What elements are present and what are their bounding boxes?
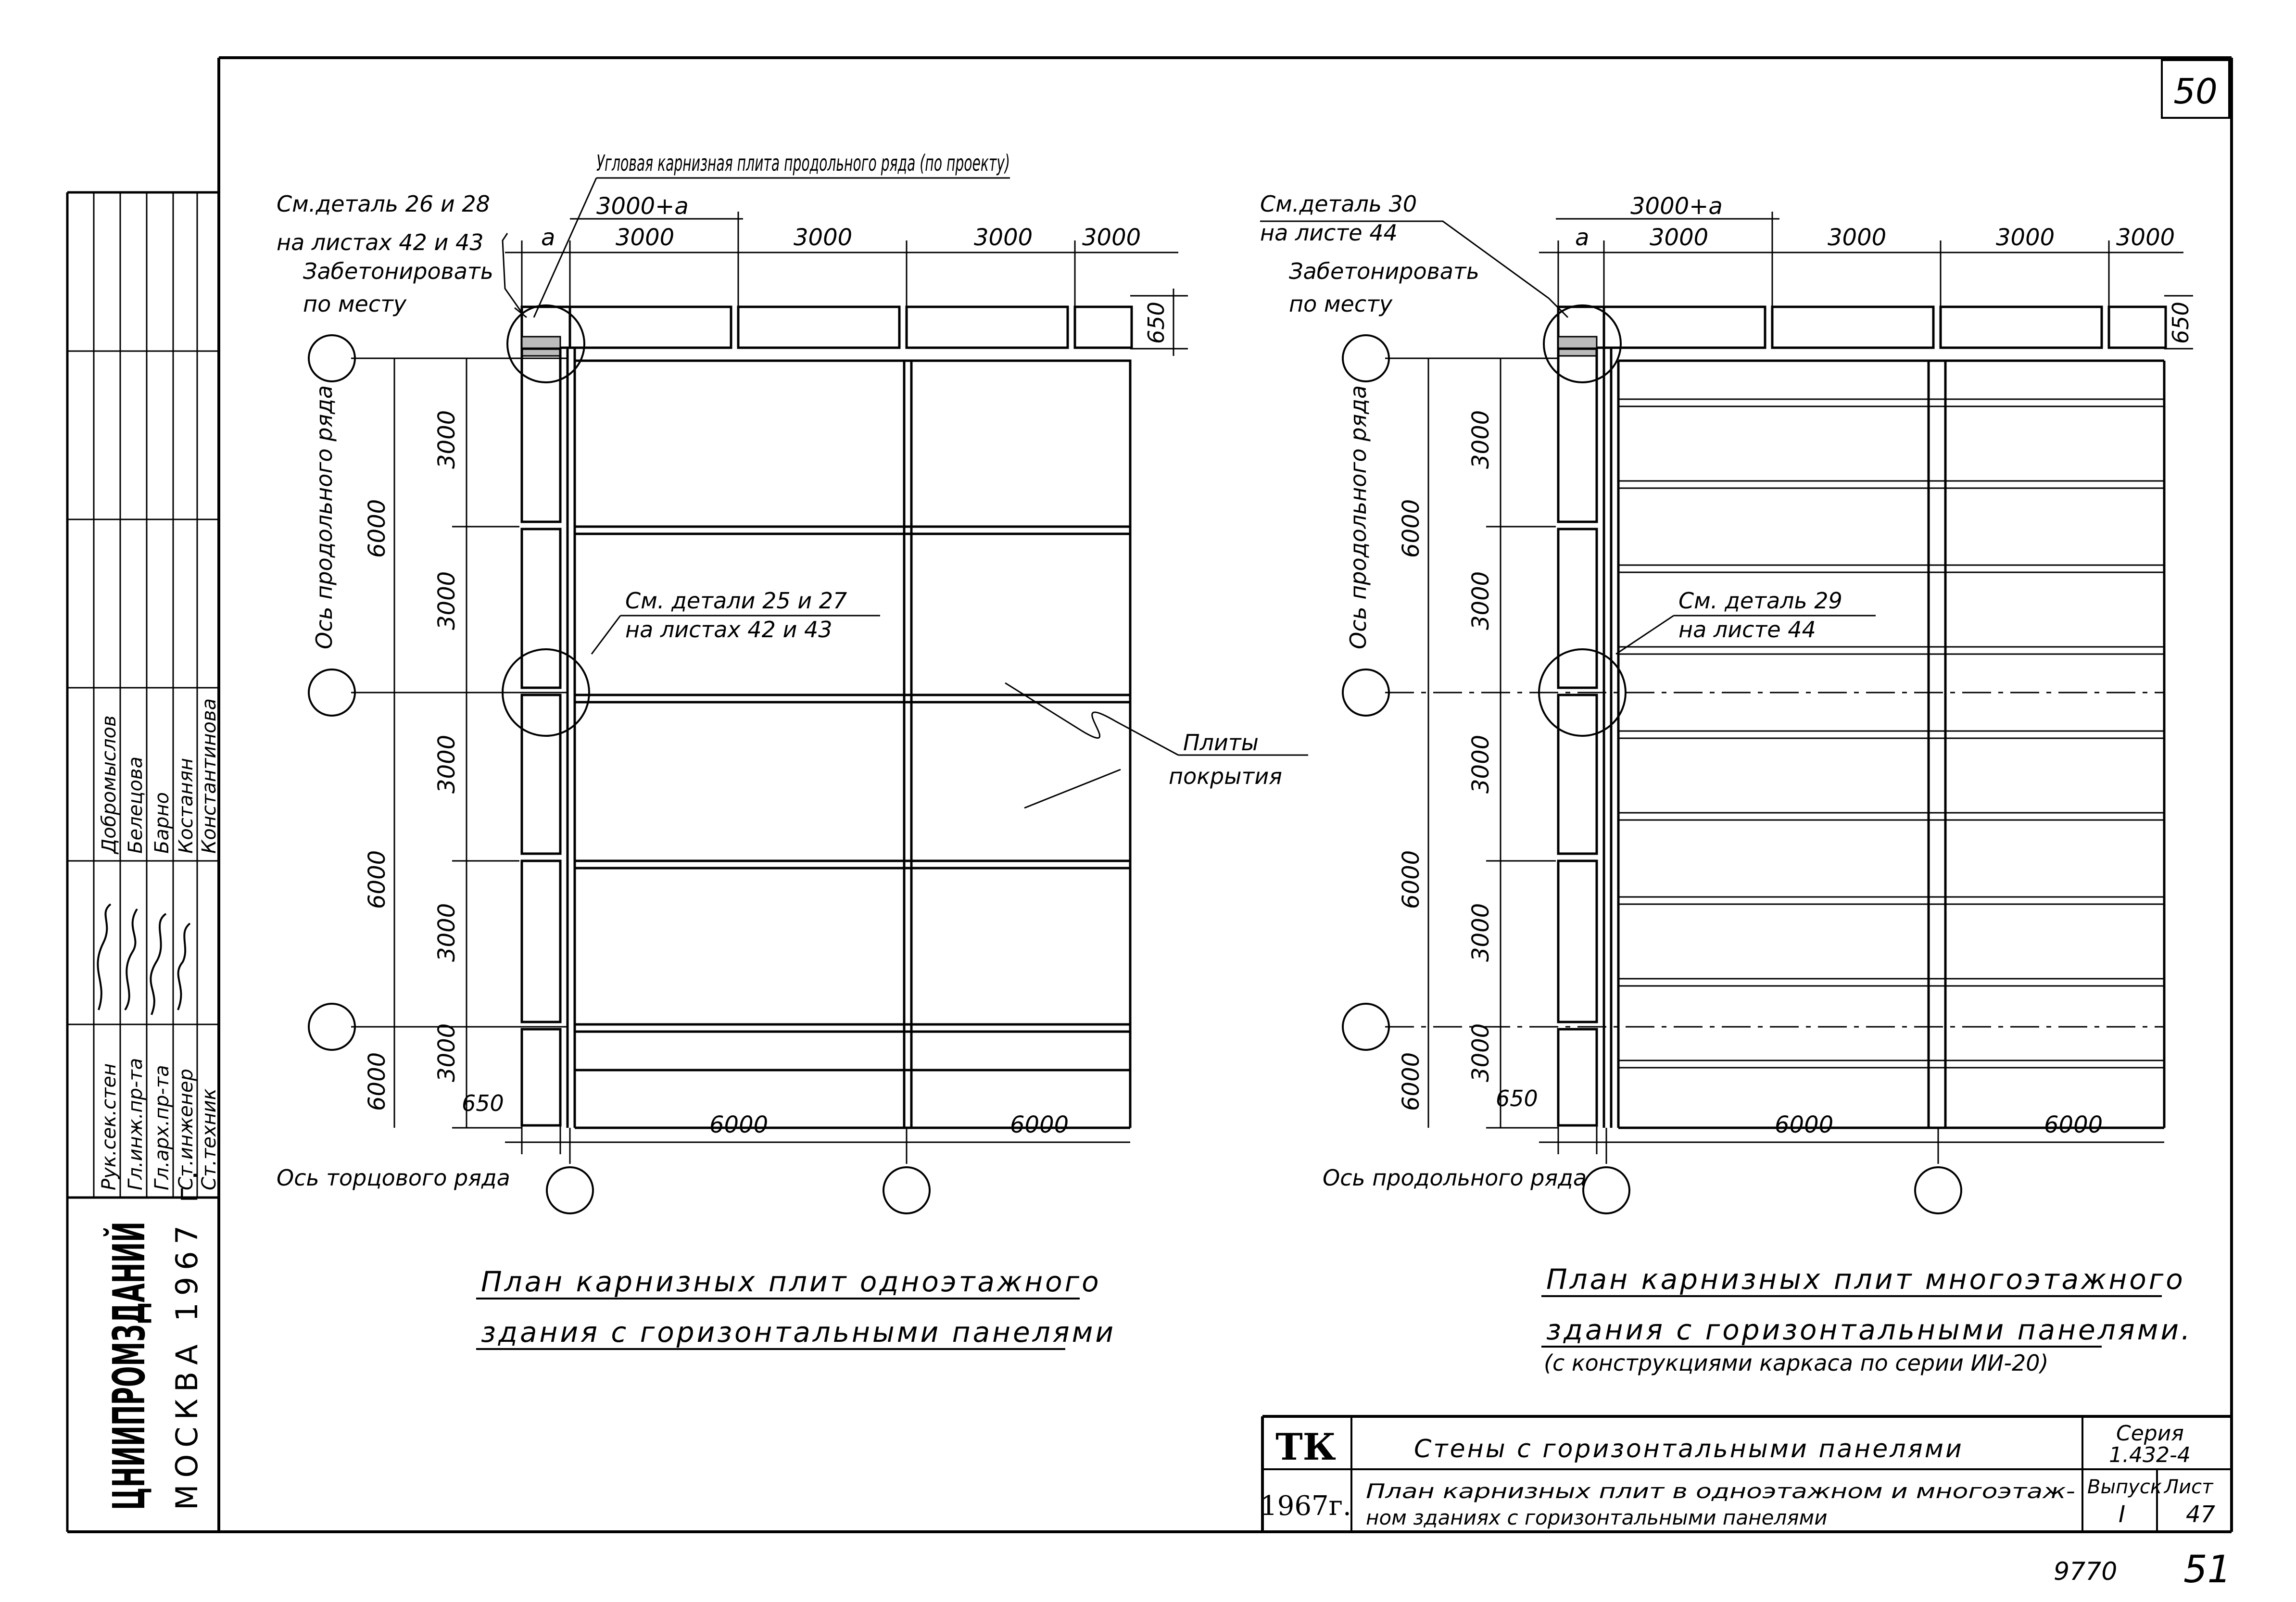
dim-left-inner: 3000	[1467, 1023, 1494, 1082]
series-label: Серия	[2116, 1421, 2184, 1446]
caption-line-3: (с конструкциями каркаса по серии ИИ-20)	[1544, 1350, 2048, 1376]
axis-long-label: Ось продольного ряда	[311, 385, 337, 649]
sheet-number-box: 50	[2161, 59, 2230, 119]
dim-left-inner: 3000	[433, 410, 460, 469]
sheet-frame	[67, 56, 2233, 1533]
year-label: 1967г.	[1260, 1490, 1351, 1522]
stamp-names: Добромыслов Белецова Барно Костанян Конс…	[98, 698, 220, 855]
ref-mid-2: на листах 42 и 43	[625, 617, 833, 643]
dim-top-total: 3000+a	[596, 193, 689, 220]
stamp-name: Добромыслов	[98, 715, 120, 855]
slabs-label-1: Плиты	[1183, 730, 1259, 756]
caption-line-2: здания с горизонтальными панелями	[481, 1316, 1116, 1349]
concrete-infill	[521, 336, 561, 357]
axis-end-label: Ось торцового ряда	[277, 1165, 510, 1191]
stamp-name: Костанян	[175, 758, 197, 854]
stamp-role: Гл.арх.пр-та	[151, 1065, 173, 1190]
ref-concrete-2: по месту	[303, 291, 407, 317]
ref-top-1: См.деталь 26 и 28	[277, 191, 490, 217]
dim-top: 3000	[794, 224, 852, 251]
dim-bottom: 6000	[1775, 1111, 1833, 1138]
footer-page-number: 51	[2183, 1548, 2231, 1591]
dim-650-top: 650	[1143, 302, 1169, 344]
stamp-role: Гл.инж.пр-та	[125, 1058, 147, 1190]
dim-bottom: 6000	[2044, 1111, 2103, 1138]
dim-left-outer: 6000	[364, 1052, 391, 1111]
city-year: МОСКВА 1967 г.	[169, 1164, 204, 1510]
stamp-role: Рук.сек.стен	[98, 1063, 120, 1190]
dim-top: 3000	[1996, 224, 2055, 251]
sheet-label: Лист	[2163, 1476, 2214, 1498]
dim-650-bottom: 650	[1496, 1085, 1538, 1111]
dim-left-inner: 3000	[433, 735, 460, 794]
sheet-number: 50	[2173, 71, 2218, 112]
title-text: Стены с горизонтальными панелями	[1414, 1435, 1964, 1463]
right-plan: См.деталь 30 на листе 44 Забетонировать …	[1260, 191, 2194, 1376]
stamp-role: Ст.техник	[198, 1088, 220, 1190]
dim-top: 3000	[974, 224, 1033, 251]
left-plan: Угловая карнизная плита продольного ряда…	[277, 150, 1308, 1350]
stamp-name: Барно	[151, 792, 173, 854]
dim-a: a	[541, 224, 555, 251]
dim-top-total: 3000+a	[1630, 193, 1723, 220]
subtitle-line-1: План карнизных плит в одноэтажном и мног…	[1366, 1479, 2075, 1503]
stamp-role: Ст.инженер	[175, 1069, 197, 1190]
dim-650-bottom: 650	[462, 1090, 504, 1116]
ref-mid-1: См. детали 25 и 27	[625, 588, 847, 614]
dim-left-inner: 3000	[433, 1023, 460, 1082]
dim-left-outer: 6000	[1398, 850, 1425, 909]
dim-bottom: 6000	[709, 1111, 768, 1138]
series-value: 1.432-4	[2109, 1443, 2191, 1467]
ref-mid-1: См. деталь 29	[1678, 588, 1842, 614]
stamp-roles: Рук.сек.стен Гл.инж.пр-та Гл.арх.пр-та С…	[98, 1058, 220, 1190]
caption-line-1: План карнизных плит одноэтажного	[481, 1265, 1101, 1298]
dim-left-outer: 6000	[1398, 499, 1425, 558]
dim-a: a	[1575, 224, 1589, 251]
stamp-strip: Рук.сек.стен Гл.инж.пр-та Гл.арх.пр-та С…	[66, 191, 220, 1532]
caption-line-2: здания с горизонтальными панелями.	[1546, 1313, 2193, 1346]
ref-top-1: См.деталь 30	[1260, 191, 1417, 217]
concrete-infill	[1557, 336, 1598, 357]
dim-top: 3000	[1828, 224, 1886, 251]
ref-concrete-1: Забетонировать	[303, 258, 493, 284]
corner-plate-note: Угловая карнизная плита продольного ряда…	[596, 150, 1010, 176]
title-block: ТК 1967г. Стены с горизонтальными панеля…	[1260, 1415, 2232, 1532]
dim-top: 3000	[1650, 224, 1708, 251]
slabs-label-2: покрытия	[1169, 763, 1282, 789]
ref-concrete-2: по месту	[1289, 291, 1393, 317]
dim-left-inner: 3000	[433, 571, 460, 630]
dim-left-inner: 3000	[1467, 571, 1494, 630]
subtitle-line-2: ном зданиях с горизонтальными панелями	[1366, 1506, 1828, 1529]
dim-left-inner: 3000	[433, 903, 460, 962]
issue-label: Выпуск	[2087, 1476, 2162, 1498]
archive-number: 9770	[2054, 1557, 2117, 1586]
dim-left-inner: 3000	[1467, 903, 1494, 962]
dim-left-outer: 6000	[364, 850, 391, 909]
ref-mid-2: на листе 44	[1678, 617, 1816, 643]
stamp-signatures	[97, 903, 191, 1015]
dim-650-top: 650	[2168, 302, 2194, 344]
axis-bottom-label: Ось продольного ряда	[1323, 1165, 1587, 1191]
issue-value: I	[2119, 1501, 2125, 1528]
ref-top-2: на листе 44	[1260, 220, 1398, 246]
stamp-name: Белецова	[125, 757, 147, 854]
tk-label: ТК	[1275, 1425, 1336, 1468]
dim-left-outer: 6000	[364, 499, 391, 558]
dim-top: 3000	[1082, 224, 1141, 251]
dim-left-inner: 3000	[1467, 410, 1494, 469]
ref-top-2: на листах 42 и 43	[277, 229, 484, 255]
axis-long-label: Ось продольного ряда	[1345, 385, 1371, 649]
dim-top: 3000	[2116, 224, 2175, 251]
dim-left-inner: 3000	[1467, 735, 1494, 794]
dim-top: 3000	[616, 224, 674, 251]
ref-concrete-1: Забетонировать	[1289, 258, 1479, 284]
caption-line-1: План карнизных плит многоэтажного	[1546, 1263, 2185, 1296]
organization-name: ЦНИИПРОМЗДАНИЙ	[103, 1222, 155, 1510]
sheet-value: 47	[2186, 1501, 2216, 1528]
dim-left-outer: 6000	[1398, 1052, 1425, 1111]
dim-bottom: 6000	[1010, 1111, 1069, 1138]
stamp-name: Константинова	[198, 698, 220, 854]
